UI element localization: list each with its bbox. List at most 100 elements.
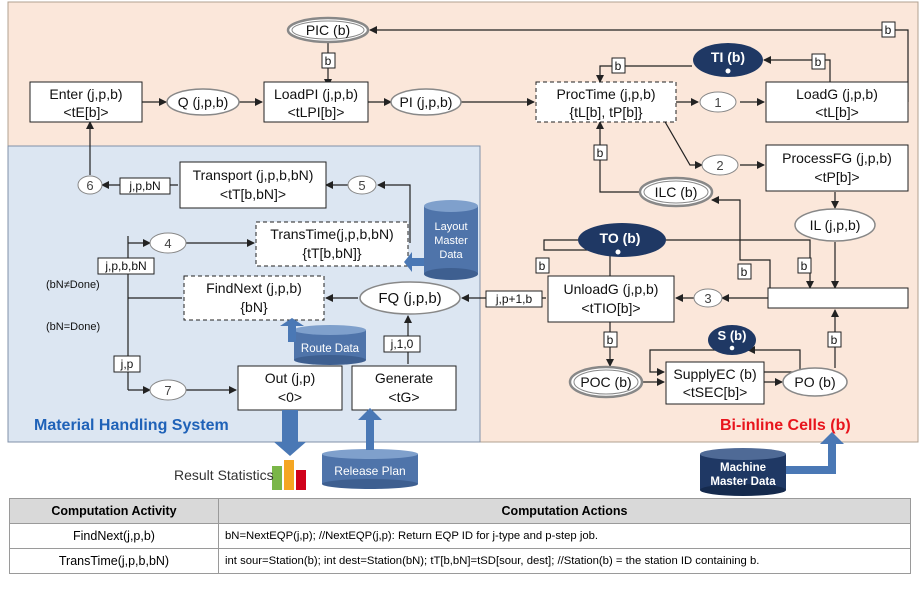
findnext-time: {bN} [240,299,268,315]
connector-3: 3 [704,291,711,306]
out-name: Out (j,p) [265,370,316,386]
place-ilc: ILC (b) [638,176,714,208]
place-ti: TI (b) [693,43,763,77]
po-label: PO (b) [794,374,835,390]
header-actions: Computation Actions [218,498,911,524]
place-q: Q (j,p,b) [166,88,240,116]
place-il: IL (j,p,b) [794,208,876,242]
arc-label-b: b [607,333,614,347]
row-activity: FindNext(j,p,b) [9,523,219,549]
poc-label: POC (b) [580,374,631,390]
table-header-row: Computation Activity Computation Actions [9,498,911,524]
transition-supplyec: SupplyEC (b) <tSEC[b]> [665,361,765,405]
arc-label-b: b [885,23,892,37]
place-pic: PIC (b) [286,16,370,44]
route-db-label: Route Data [301,343,360,355]
arc-label-jp1b: j,p+1,b [495,292,533,306]
place-po: PO (b) [782,367,848,397]
sync-bar [767,287,909,309]
place-poc: POC (b) [568,365,644,399]
connector-1: 1 [714,95,721,110]
loadg-time: <tL[b]> [815,104,859,120]
table-row: TransTime(j,p,b,bN) int sour=Station(b);… [9,548,911,574]
arc-label-b: b [741,265,748,279]
release-plan-icon: Release Plan [322,449,418,489]
condition-not-done: (bN≠Done) [46,279,100,291]
generate-name: Generate [375,370,434,386]
loadg-name: LoadG (j,p,b) [796,86,878,102]
transition-proctime: ProcTime (j,p,b) {tL[b], tP[b]} [535,81,677,123]
q-label: Q (j,p,b) [178,94,229,110]
flow-arrows [274,252,844,474]
place-to: TO (b) [578,223,666,257]
loadpi-time: <tLPI[b]> [288,104,345,120]
row-action: int sour=Station(b); int dest=Station(bN… [218,548,911,574]
arc-label-b: b [801,259,808,273]
row-activity: TransTime(j,p,b,bN) [9,548,219,574]
place-pi: PI (j,p,b) [390,88,462,116]
to-label: TO (b) [600,230,641,246]
supplyec-time: <tSEC[b]> [683,384,748,400]
bic-title: Bi-inline Cells (b) [720,417,851,434]
route-data-icon: Route Data [294,325,366,365]
place-s: S (b) [708,325,756,355]
row-action: bN=NextEQP(j,p); //NextEQP(j,p): Return … [218,523,911,549]
transport-name: Transport (j,p,b,bN) [193,167,314,183]
transition-enter: Enter (j,p,b) <tE[b]> [29,81,143,123]
arc-label-b: b [325,54,332,68]
ilc-label: ILC (b) [655,184,698,200]
arc-label-b: b [831,333,838,347]
arc-label-b: b [815,55,822,69]
s-label: S (b) [718,328,747,343]
arc-label-jpbn: j,p,bN [128,179,160,193]
supplyec-name: SupplyEC (b) [673,366,756,382]
header-activity: Computation Activity [9,498,219,524]
arc-label-jpbbn: j,p,b,bN [104,259,146,273]
transition-unloadg: UnloadG (j,p,b) <tTIO[b]> [547,275,675,323]
result-chart-icon [272,460,306,490]
pi-label: PI (j,p,b) [400,94,453,110]
computation-table: Computation Activity Computation Actions… [9,498,911,574]
transition-findnext: FindNext (j,p,b) {bN} [183,275,325,321]
arc-labels: b b b b b b b b b b j,p,bN j,p,b,bN j,p+… [46,21,896,373]
processfg-time: <tP[b]> [814,169,859,185]
il-label: IL (j,p,b) [810,217,861,233]
arc-label-b: b [597,146,604,160]
table-row: FindNext(j,p,b) bN=NextEQP(j,p); //NextE… [9,523,911,549]
result-statistics-label: Result Statistics [174,467,274,483]
unloadg-time: <tTIO[b]> [581,300,640,316]
arc-label-b: b [539,259,546,273]
unloadg-name: UnloadG (j,p,b) [564,281,659,297]
arc-label-jp: j,p [120,357,134,371]
transtime-time: {tT[b,bN]} [302,245,361,261]
connector-2: 2 [716,158,723,173]
transition-processfg: ProcessFG (j,p,b) <tP[b]> [765,144,909,192]
transition-generate: Generate <tG> [351,365,457,411]
arc-label-b: b [615,59,622,73]
proctime-time: {tL[b], tP[b]} [569,104,642,120]
findnext-name: FindNext (j,p,b) [206,280,302,296]
arc-label-j10: j,1,0 [390,337,414,351]
generate-time: <tG> [388,389,419,405]
connectors: 1 2 3 4 5 6 7 [77,91,739,401]
transport-time: <tT[b,bN]> [220,186,286,202]
connector-5: 5 [358,178,365,193]
diagram-canvas: PIC (b) Q (j,p,b) PI (j,p,b) TI (b) ILC … [7,1,919,496]
mhs-title: Material Handling System [34,417,229,434]
ti-label: TI (b) [711,49,745,65]
transition-transport: Transport (j,p,b,bN) <tT[b,bN]> [179,161,327,209]
condition-done: (bN=Done) [46,321,100,333]
transition-loadpi: LoadPI (j,p,b) <tLPI[b]> [263,81,369,123]
connector-4: 4 [164,236,171,251]
transition-loadg: LoadG (j,p,b) <tL[b]> [765,81,909,123]
enter-time: <tE[b]> [63,104,108,120]
transition-transtime: TransTime(j,p,b,bN) {tT[b,bN]} [255,221,409,267]
enter-name: Enter (j,p,b) [49,86,122,102]
connector-7: 7 [164,383,171,398]
fq-label: FQ (j,p,b) [378,290,441,307]
